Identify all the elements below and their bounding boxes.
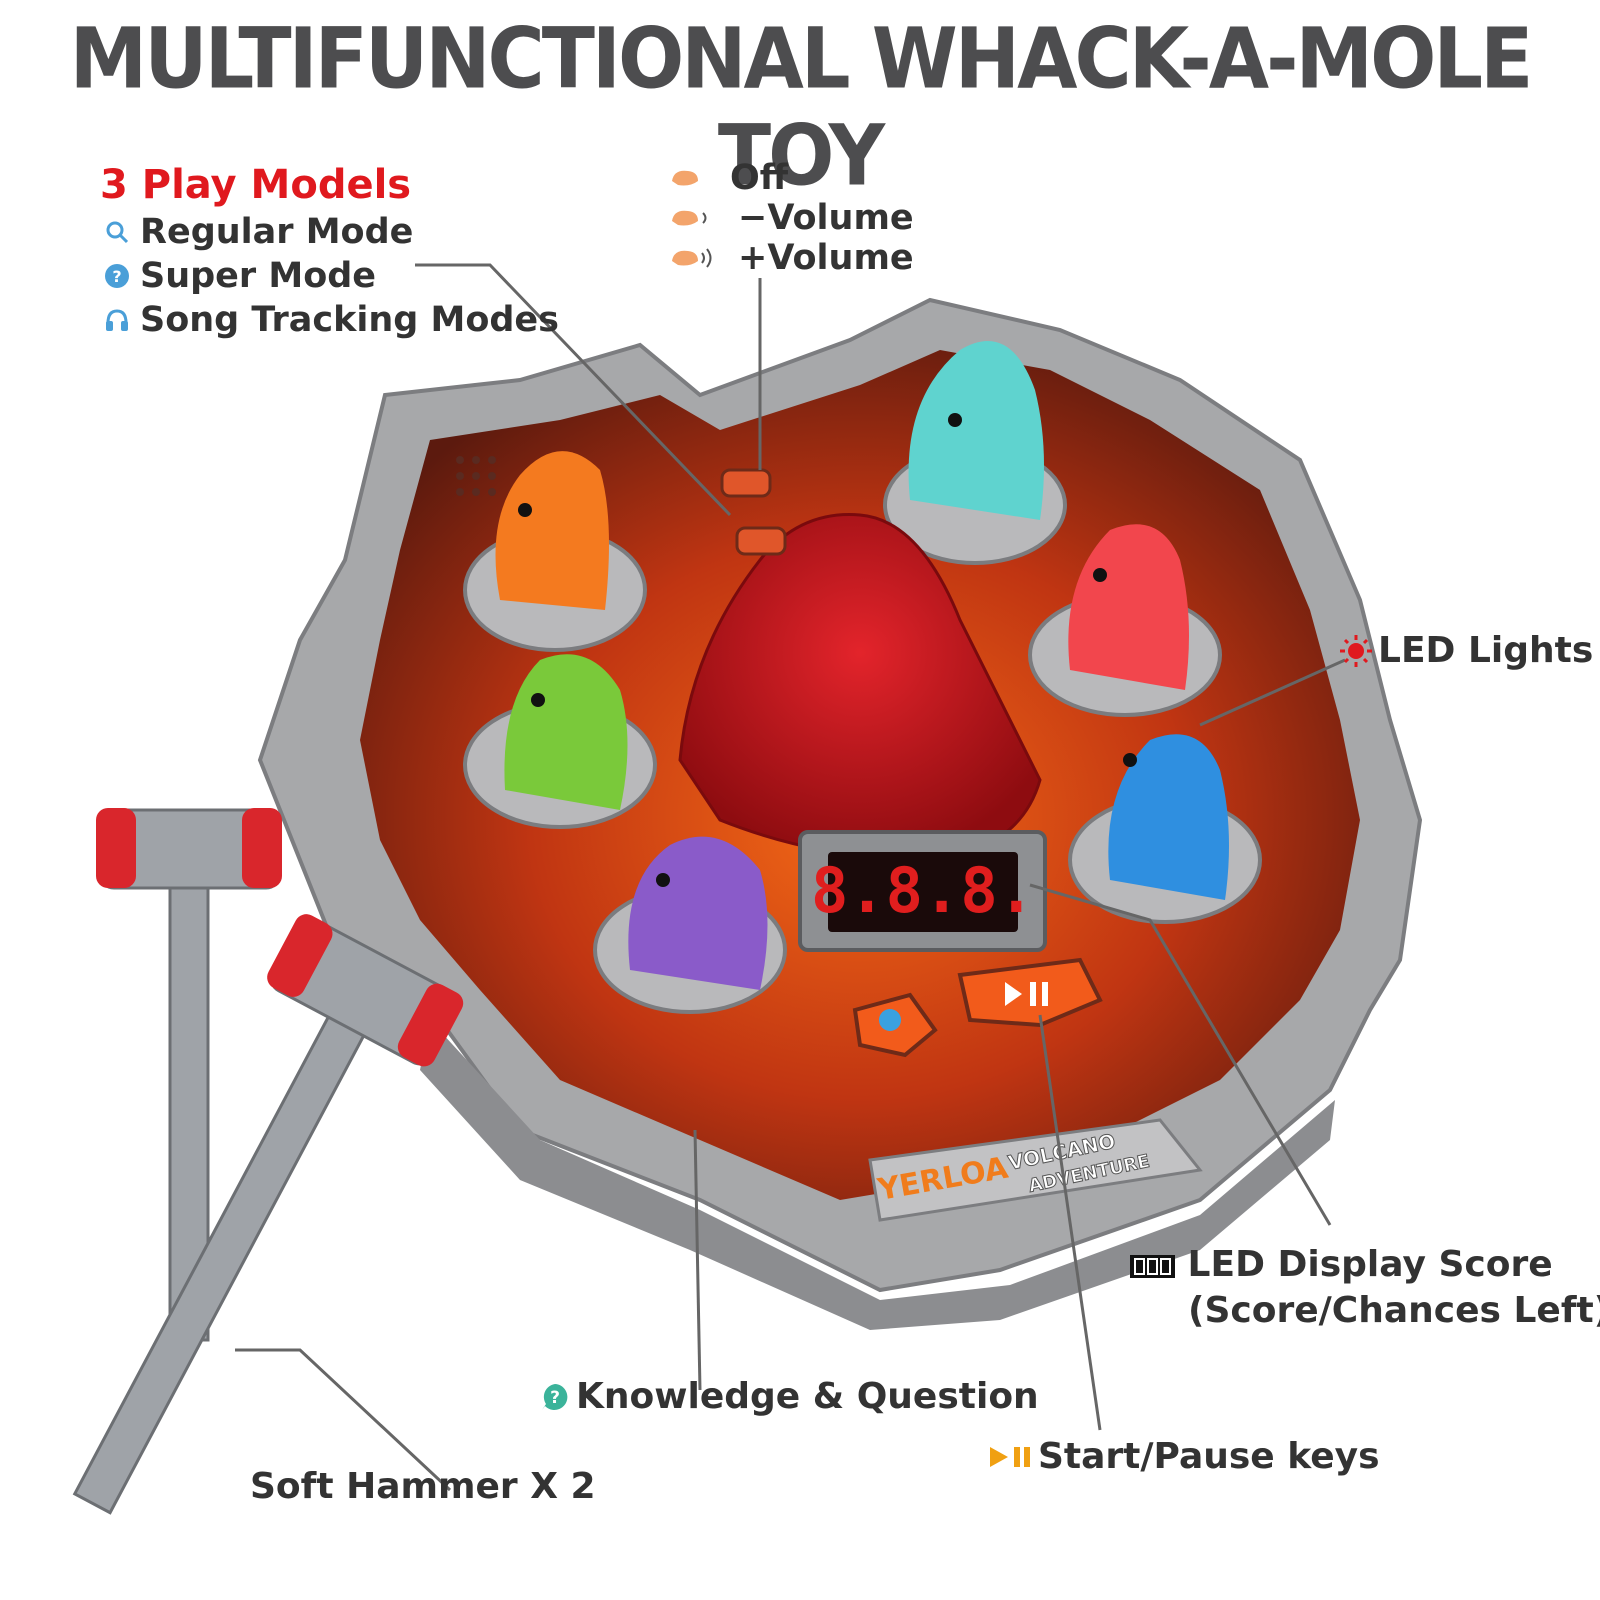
speaker-grille [456,456,496,496]
led-display-sublabel: (Score/Chances Left) [1188,1290,1600,1331]
start-pause-label: Start/Pause keys [988,1436,1380,1477]
hammer-2 [72,914,464,1515]
dino-head-sound-high-icon [672,248,712,268]
orange-dino [495,451,609,610]
mode-super: ? Super Mode [104,256,376,296]
led-display: 8.8.8. [798,830,1047,952]
led-lights-label: LED Lights [1378,630,1594,671]
led-digits-icon [1130,1254,1175,1278]
leader-lines [235,263,1346,1492]
question-button [852,992,938,1058]
svg-text:?: ? [112,267,121,286]
play-pause-icon [990,1446,1030,1467]
mode-label: Song Tracking Modes [140,300,559,340]
play-models-heading: 3 Play Models [100,162,412,208]
volume-off: Off [668,158,788,198]
led-display-label: LED Display Score [1130,1244,1553,1285]
volume-up: +Volume [668,238,914,278]
purple-dino [628,836,768,990]
led-light-icon [1340,635,1372,667]
svg-text:?: ? [550,1388,560,1408]
volume-down: −Volume [668,198,914,238]
mode-label: Super Mode [140,256,377,296]
question-bubble-icon: ? [542,1383,568,1410]
hammer-label: Soft Hammer X 2 [250,1466,596,1507]
knowledge-label: ? Knowledge & Question [540,1376,1039,1417]
question-icon: ? [105,264,129,288]
teal-dino [908,341,1044,520]
start-pause-button [957,957,1103,1028]
green-dino [504,654,628,810]
display-digits: 8.8.8. [811,854,1035,927]
headphones-icon [106,309,128,331]
blue-dino [1108,734,1229,900]
mode-song-tracking: Song Tracking Modes [104,300,559,340]
dino-head-sound-low-icon [672,210,707,226]
mode-label: Regular Mode [140,212,414,252]
search-icon [106,221,129,244]
mode-buttons [720,468,787,556]
dino-head-icon [672,170,698,186]
mode-regular: Regular Mode [104,212,413,252]
page-title: MULTIFUNCTIONAL WHACK-A-MOLE TOY [69,10,1534,206]
red-dino [1068,524,1189,690]
hammer-1 [96,808,282,1342]
